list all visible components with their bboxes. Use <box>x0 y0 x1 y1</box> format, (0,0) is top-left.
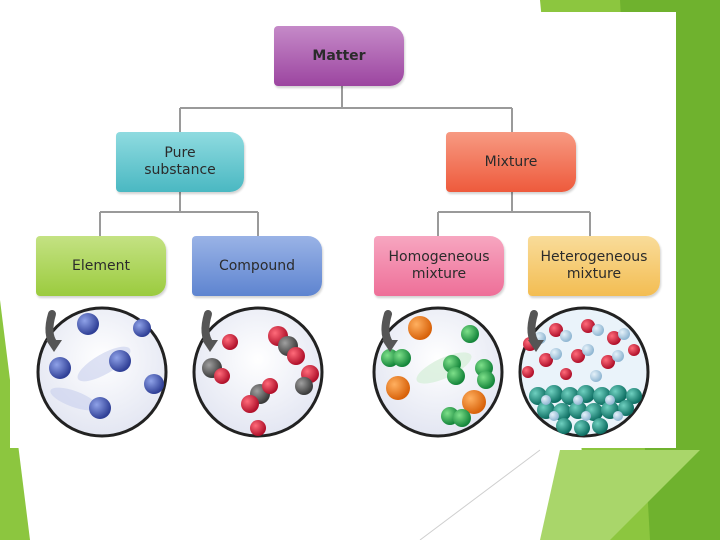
mixture-label: Mixture <box>484 153 538 170</box>
element-particles-illustration <box>36 306 168 438</box>
homogeneous-mixture-label: Homogeneous mixture <box>388 249 490 282</box>
compound-particles-illustration <box>192 306 324 438</box>
matter-box: Matter <box>274 26 404 86</box>
compound-box: Compound <box>192 236 322 296</box>
heterogeneous-mixture-label: Heterogeneous mixture <box>540 249 648 282</box>
compound-label: Compound <box>218 257 296 274</box>
mixture-box: Mixture <box>446 132 576 192</box>
pure-substance-box: Pure substance <box>116 132 244 192</box>
heterogeneous-mixture-particles-illustration <box>518 306 650 438</box>
pure-substance-label: Pure substance <box>144 145 216 178</box>
homogeneous-mixture-particles-illustration <box>372 306 504 438</box>
heterogeneous-mixture-box: Heterogeneous mixture <box>528 236 660 296</box>
matter-label: Matter <box>312 47 366 64</box>
homogeneous-mixture-box: Homogeneous mixture <box>374 236 504 296</box>
element-label: Element <box>72 257 130 274</box>
element-box: Element <box>36 236 166 296</box>
